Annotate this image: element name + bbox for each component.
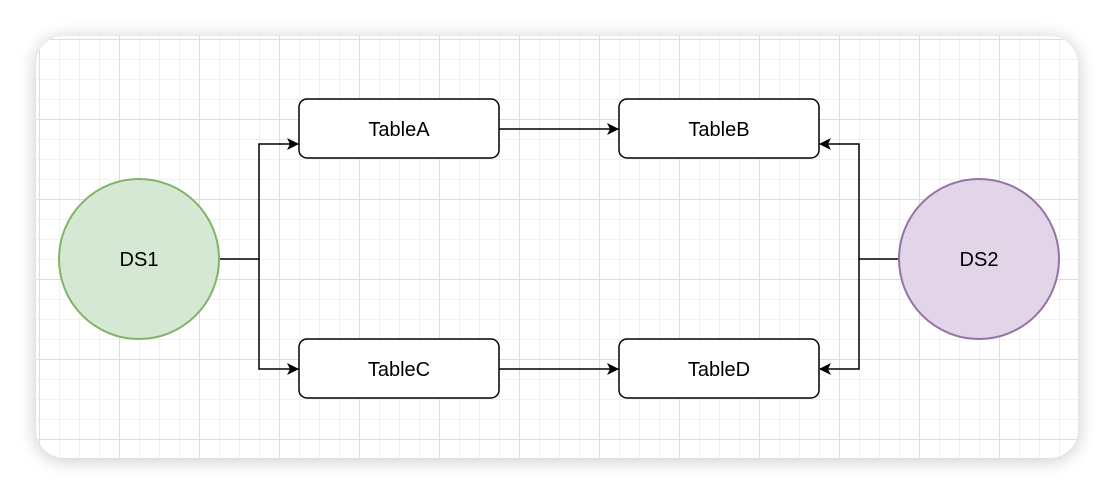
table-c-label: TableC [368,359,430,381]
edge-ds2-tableb [819,138,899,260]
table-c-box [298,338,500,399]
ds1-circle [58,178,220,340]
table-a-box [298,98,500,159]
edge-ds2-tabled [819,259,860,375]
node-table-a[interactable]: TableA [298,98,500,159]
table-a-label: TableA [368,119,430,141]
edge-ds1-tablec [258,259,299,375]
table-b-box [618,98,820,159]
table-d-box [618,338,820,399]
node-table-c[interactable]: TableC [298,338,500,399]
node-ds2[interactable]: DS2 [898,178,1060,340]
edges [219,123,899,375]
node-table-b[interactable]: TableB [618,98,820,159]
table-b-label: TableB [688,119,749,141]
ds2-label: DS2 [960,249,999,271]
diagram-canvas: DS1 DS2 TableA TableB TableC TableD [36,36,1078,458]
diagram-svg: DS1 DS2 TableA TableB TableC TableD [58,98,1060,399]
node-table-d[interactable]: TableD [618,338,820,399]
ds1-label: DS1 [120,249,159,271]
table-d-label: TableD [688,359,750,381]
ds2-circle [898,178,1060,340]
node-ds1[interactable]: DS1 [58,178,220,340]
edge-ds1-tablea [219,138,299,260]
